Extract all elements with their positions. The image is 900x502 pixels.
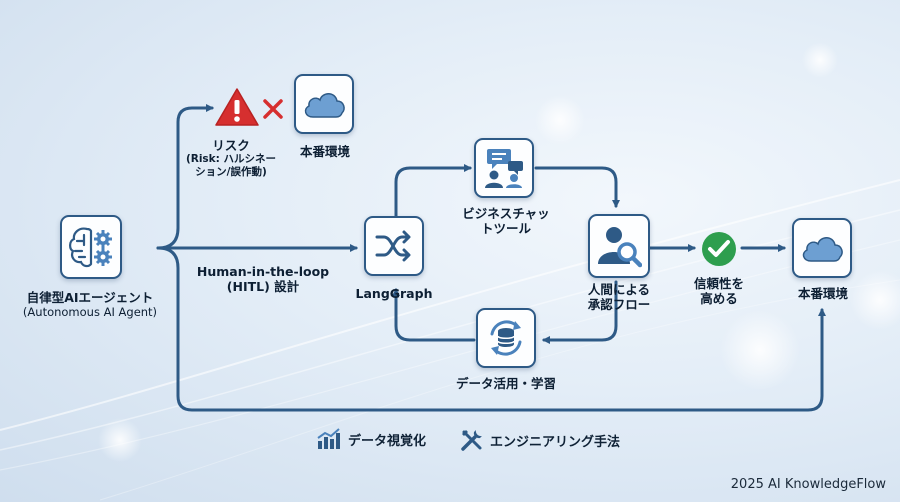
legend-data-viz: データ視覚化	[316, 428, 426, 450]
edge-data-langgraph	[392, 288, 476, 342]
production-top-label: 本番環境	[299, 144, 350, 159]
human-approval-node[interactable]	[588, 214, 650, 278]
cloud-icon	[802, 237, 843, 262]
legend-engineering-text: エンジニアリング手法	[490, 434, 621, 450]
risk-detail-1: (Risk: ハルシネー	[185, 153, 277, 165]
edge-agent-production	[156, 246, 826, 412]
footer-credit: 2025 AI KnowledgeFlow	[730, 477, 886, 492]
agent-label: 自律型AIエージェント (Autonomous AI Agent)	[10, 290, 170, 320]
hitl-line-2: (HITL) 設計	[226, 279, 300, 294]
edge-approval-data	[542, 280, 618, 344]
legend-engineering: エンジニアリング手法	[460, 428, 620, 452]
hitl-line-1: Human-in-the-loop	[196, 264, 330, 279]
risk-label: リスク (Risk: ハルシネー ション/誤作動)	[176, 138, 286, 179]
production-right-node[interactable]	[792, 218, 852, 278]
brain-gear-icon	[69, 227, 112, 268]
check-circle-icon	[702, 232, 736, 266]
agent-node[interactable]	[60, 215, 122, 279]
warning-icon	[215, 88, 259, 126]
edge-langgraph-chat	[394, 164, 472, 218]
human-approval-label: 人間による 承認フロー	[564, 282, 674, 312]
cross-icon	[263, 99, 283, 119]
person-search-icon	[598, 227, 642, 268]
data-learning-label: データ活用・学習	[455, 376, 556, 391]
chat-tool-label: ビジネスチャッ トツール	[446, 206, 566, 236]
edge-chat-approval	[534, 166, 620, 208]
trust-line-1: 信頼性を	[693, 276, 744, 291]
agent-title: 自律型AIエージェント	[26, 290, 154, 305]
legend-data-viz-text: データ視覚化	[348, 433, 427, 449]
agent-subtitle: (Autonomous AI Agent)	[22, 305, 158, 319]
approval-line-1: 人間による	[587, 282, 651, 297]
data-learning-node[interactable]	[476, 308, 536, 368]
database-sync-icon	[490, 320, 522, 356]
chat-tool-node[interactable]	[474, 138, 534, 198]
bar-chart-icon	[317, 428, 340, 449]
production-top-node[interactable]	[294, 74, 354, 134]
chat-tool-line-1: ビジネスチャッ	[462, 206, 550, 221]
langgraph-label: LangGraph	[355, 286, 433, 301]
risk-detail-2: ション/誤作動)	[195, 166, 267, 178]
approval-line-2: 承認フロー	[587, 297, 651, 312]
langgraph-node[interactable]	[364, 216, 424, 276]
cloud-icon	[304, 93, 345, 118]
edge-agent-risk	[156, 104, 214, 250]
risk-title: リスク	[212, 138, 250, 153]
trust-label: 信頼性を 高める	[674, 276, 764, 306]
chat-users-icon	[485, 149, 523, 188]
chat-tool-line-2: トツール	[480, 221, 531, 236]
shuffle-icon	[375, 230, 411, 262]
trust-line-2: 高める	[700, 291, 738, 306]
tools-icon	[461, 430, 482, 451]
hitl-edge-label: Human-in-the-loop (HITL) 設計	[188, 264, 338, 294]
production-right-label: 本番環境	[797, 286, 848, 301]
